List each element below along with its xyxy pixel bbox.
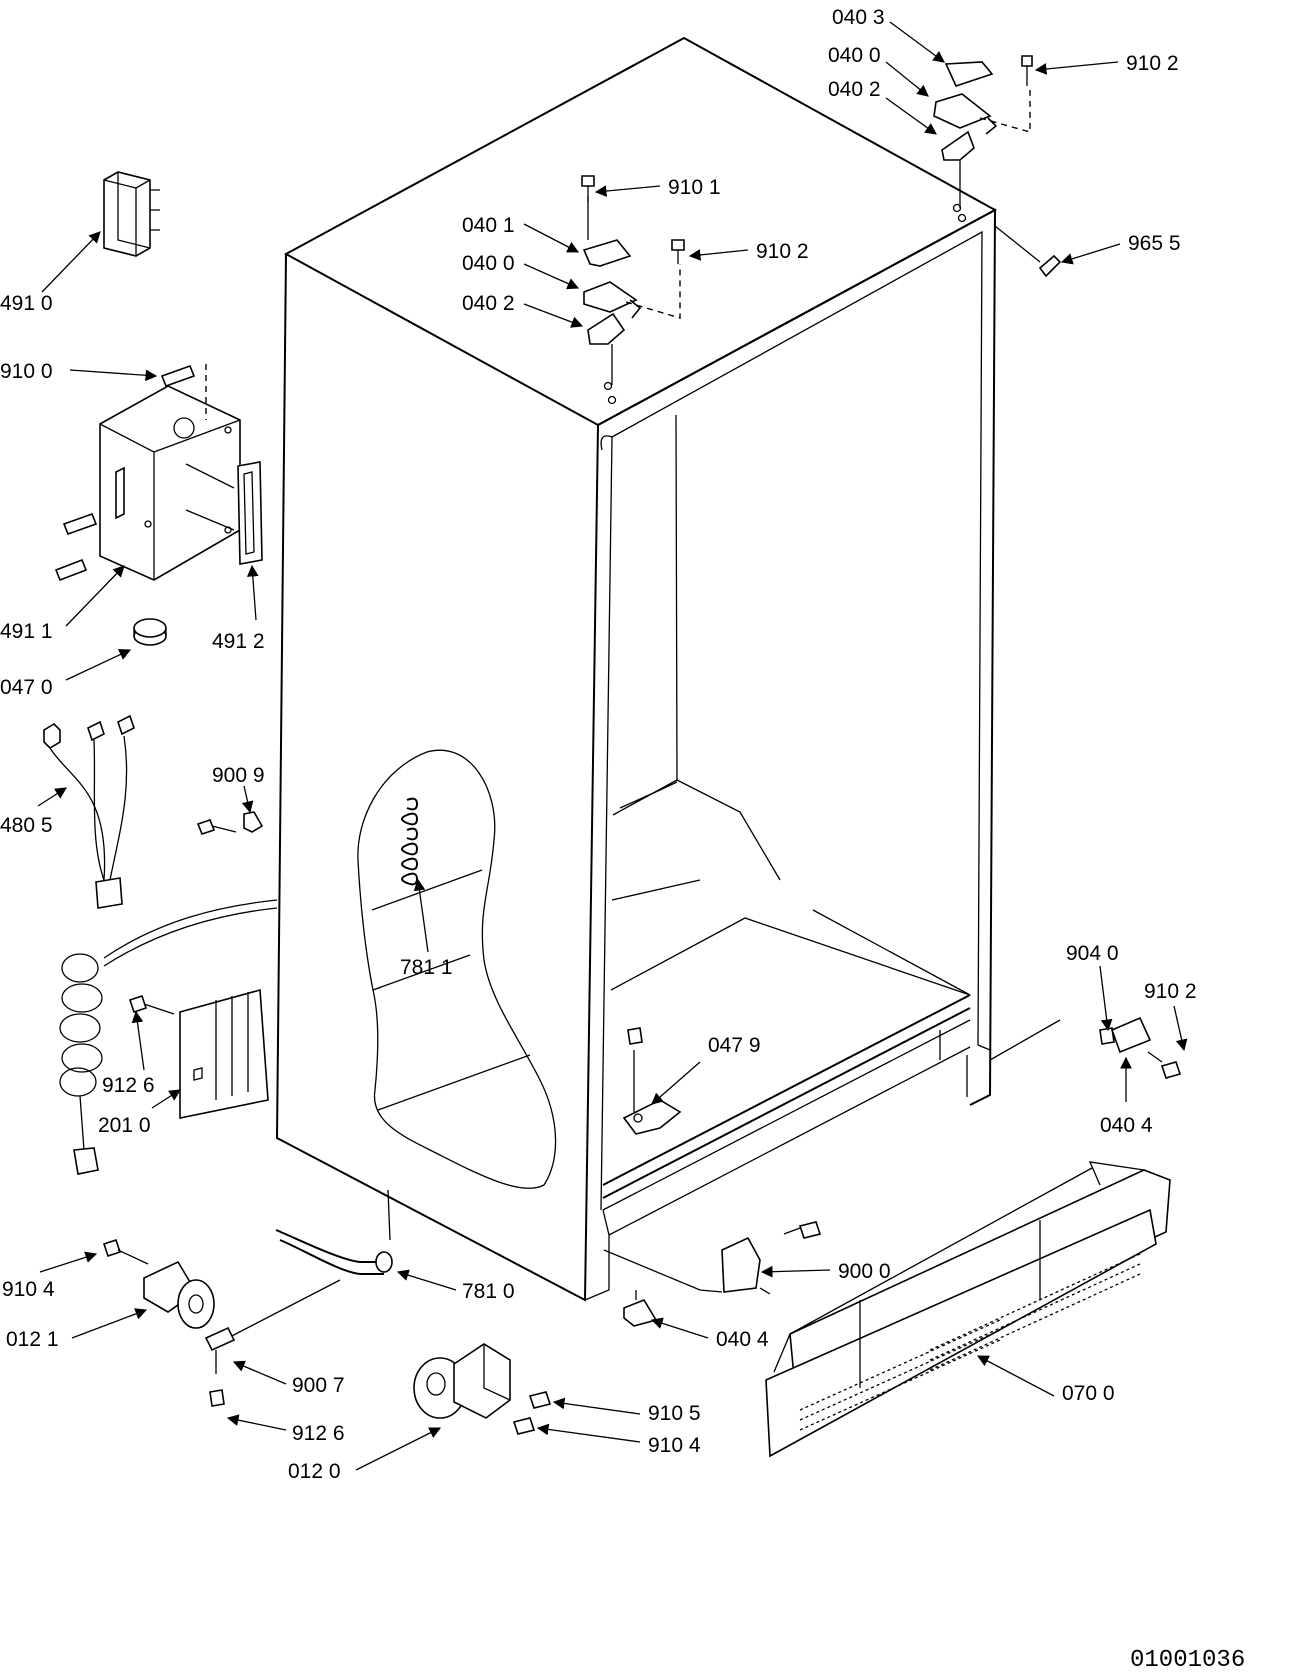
relay-4910 xyxy=(103,171,160,257)
label-0401: 040 1 xyxy=(462,214,515,237)
label-9104-bottom: 910 4 xyxy=(648,1434,701,1457)
power-cord-and-bracket xyxy=(59,899,278,1175)
bracket-0404-bottom xyxy=(623,1290,658,1327)
label-9101: 910 1 xyxy=(668,176,721,199)
label-9007: 900 7 xyxy=(292,1374,345,1397)
label-4805: 480 5 xyxy=(0,814,53,837)
label-9126-left: 912 6 xyxy=(102,1074,155,1097)
wire-harness-4805 xyxy=(43,714,135,909)
label-0700: 070 0 xyxy=(1062,1382,1115,1405)
label-4911: 491 1 xyxy=(0,620,53,643)
label-0400-top: 040 0 xyxy=(828,44,881,67)
clip-9655 xyxy=(994,225,1062,278)
hinge-hole xyxy=(607,395,617,405)
label-9655: 965 5 xyxy=(1128,232,1181,255)
drain-tube-7810 xyxy=(275,1189,393,1275)
label-4910: 491 0 xyxy=(0,292,53,315)
label-9100: 910 0 xyxy=(0,360,53,383)
clip-9000 xyxy=(603,1221,822,1295)
rear-roller-0120 xyxy=(413,1343,552,1435)
leader-lines xyxy=(37,21,1188,1471)
front-roller-0121 xyxy=(102,1238,341,1341)
bracket-9007 xyxy=(204,1326,236,1407)
label-0404-bottom: 040 4 xyxy=(716,1328,769,1351)
label-0120: 012 0 xyxy=(288,1460,341,1483)
hinge-hole xyxy=(603,381,613,391)
center-hinge-assembly xyxy=(581,175,685,385)
hinge-hole xyxy=(957,213,967,223)
label-0479: 047 9 xyxy=(708,1034,761,1057)
label-0470: 047 0 xyxy=(0,676,53,699)
label-9040: 904 0 xyxy=(1066,942,1119,965)
label-0400-mid: 040 0 xyxy=(462,252,515,275)
label-9102-mid: 910 2 xyxy=(756,240,809,263)
control-box-4911 xyxy=(54,364,263,646)
label-7810: 781 0 xyxy=(462,1280,515,1303)
right-bracket-group xyxy=(989,1016,1182,1079)
label-9105: 910 5 xyxy=(648,1402,701,1425)
label-7811: 781 1 xyxy=(400,956,453,979)
toe-grille-0700 xyxy=(765,1161,1171,1458)
label-0402-top: 040 2 xyxy=(828,78,881,101)
screw-clip-9009 xyxy=(196,811,264,835)
upper-right-hinge-assembly xyxy=(933,55,1033,208)
document-number: 01001036 xyxy=(1130,1647,1245,1671)
condensate-coil xyxy=(401,797,419,886)
label-9104-left: 910 4 xyxy=(2,1278,55,1301)
label-9000: 900 0 xyxy=(838,1260,891,1283)
label-2010: 201 0 xyxy=(98,1114,151,1137)
part-labels: 040 3 040 0 040 2 910 2 910 1 040 1 040 … xyxy=(0,6,1197,1483)
bracket-0479 xyxy=(622,1027,682,1135)
label-0404-right: 040 4 xyxy=(1100,1114,1153,1137)
label-9102-right: 910 2 xyxy=(1144,980,1197,1003)
label-9126-bottom: 912 6 xyxy=(292,1422,345,1445)
cabinet xyxy=(275,36,998,1302)
label-0121: 012 1 xyxy=(6,1328,59,1351)
label-0403-top: 040 3 xyxy=(832,6,885,29)
label-0402-mid: 040 2 xyxy=(462,292,515,315)
label-4912: 491 2 xyxy=(212,630,265,653)
label-9102-top: 910 2 xyxy=(1126,52,1179,75)
label-9009: 900 9 xyxy=(212,764,265,787)
